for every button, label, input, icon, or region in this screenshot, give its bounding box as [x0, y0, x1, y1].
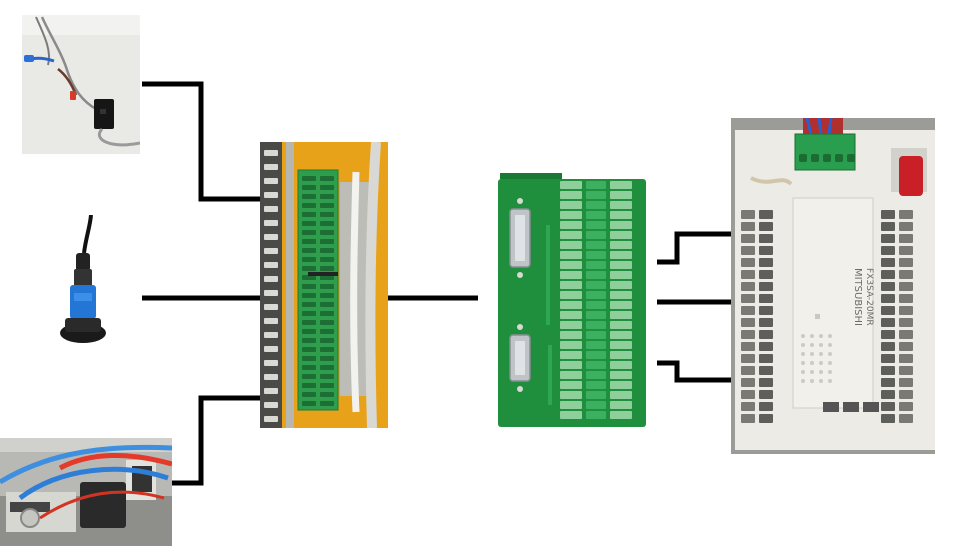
- wire-magnetic-sensor: [142, 84, 262, 199]
- plc-model-text: FX3SA-20MR: [864, 268, 874, 326]
- wire-solenoid-valve: [172, 398, 262, 483]
- photoelectric-sensor-photo[interactable]: [56, 215, 110, 347]
- wire-board-to-plc-3: [657, 363, 735, 380]
- db-breakout-board-photo[interactable]: [496, 165, 648, 430]
- plc-brand-text: MITSUBISHI: [852, 268, 863, 326]
- terminal-rail-photo[interactable]: [260, 142, 388, 428]
- solenoid-valve-photo[interactable]: [0, 438, 172, 546]
- wire-board-to-plc-1: [657, 234, 735, 262]
- plc-photo[interactable]: MITSUBISHI FX3SA-20MR: [731, 118, 935, 454]
- magnetic-sensor-photo[interactable]: [22, 15, 140, 154]
